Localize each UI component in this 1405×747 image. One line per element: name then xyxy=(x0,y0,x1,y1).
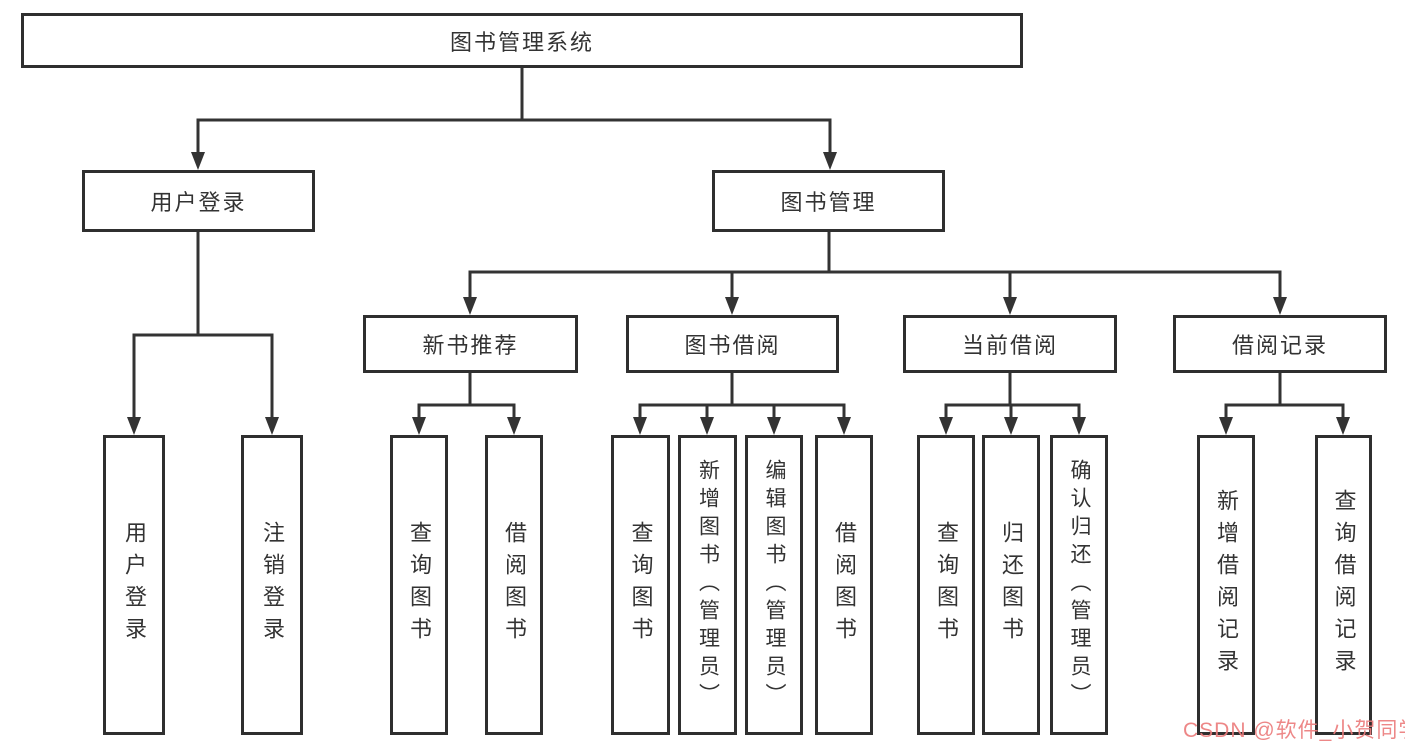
leaf-query-books-recommend: 查询图书 xyxy=(390,435,448,735)
leaf-borrow-books-recommend: 借阅图书 xyxy=(485,435,543,735)
leaf-logout: 注销登录 xyxy=(241,435,303,735)
node-new-book-recommendation: 新书推荐 xyxy=(363,315,578,373)
leaf-add-borrow-record: 新增借阅记录 xyxy=(1197,435,1255,735)
leaf-return-books: 归还图书 xyxy=(982,435,1040,735)
leaf-user-login: 用户登录 xyxy=(103,435,165,735)
node-book-management: 图书管理 xyxy=(712,170,945,232)
node-library-management-system: 图书管理系统 xyxy=(21,13,1023,68)
node-user-login: 用户登录 xyxy=(82,170,315,232)
node-borrowing-records: 借阅记录 xyxy=(1173,315,1387,373)
csdn-watermark: CSDN @软件_小贺同学 xyxy=(1183,719,1405,742)
node-current-borrowing: 当前借阅 xyxy=(903,315,1117,373)
leaf-query-borrow-record: 查询借阅记录 xyxy=(1315,435,1372,735)
leaf-query-books-current: 查询图书 xyxy=(917,435,975,735)
leaf-confirm-return-admin: 确认归还（管理员） xyxy=(1050,435,1108,735)
leaf-borrow-books: 借阅图书 xyxy=(815,435,873,735)
leaf-edit-books-admin: 编辑图书（管理员） xyxy=(745,435,803,735)
leaf-add-books-admin: 新增图书（管理员） xyxy=(678,435,737,735)
node-book-borrowing: 图书借阅 xyxy=(626,315,839,373)
leaf-query-books-borrow: 查询图书 xyxy=(611,435,670,735)
